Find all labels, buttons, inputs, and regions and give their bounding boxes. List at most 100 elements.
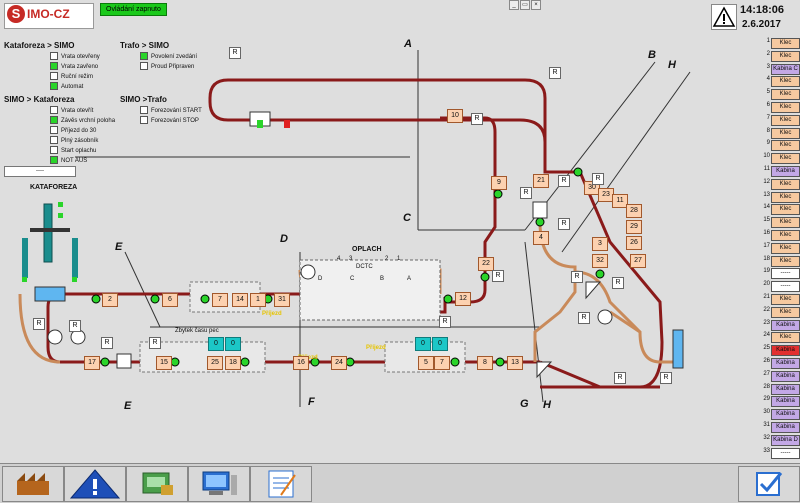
station-32[interactable]: 32	[592, 254, 608, 268]
r-button[interactable]: R	[592, 173, 604, 185]
r-button[interactable]: R	[33, 318, 45, 330]
alarm-button[interactable]	[711, 4, 737, 30]
r-button[interactable]: R	[558, 175, 570, 187]
station-16[interactable]: 16	[293, 356, 309, 370]
oven-time-3: 0	[415, 337, 431, 351]
r-button[interactable]: R	[492, 270, 504, 282]
computer-button[interactable]	[188, 466, 250, 502]
station-14[interactable]: 14	[232, 293, 248, 307]
r-button[interactable]: R	[229, 47, 241, 59]
r-button[interactable]: R	[571, 271, 583, 283]
r-button[interactable]: R	[549, 67, 561, 79]
r-button[interactable]: R	[439, 316, 451, 328]
status-indicator-row: Plný zásobník	[50, 136, 115, 146]
station-25[interactable]: 25	[207, 356, 223, 370]
minimize-button[interactable]: _	[509, 0, 519, 10]
carrier-number: 2	[766, 50, 770, 57]
station-18[interactable]: 18	[225, 356, 241, 370]
station-3[interactable]: 3	[592, 237, 608, 251]
r-button[interactable]: R	[558, 218, 570, 230]
station-24[interactable]: 24	[331, 356, 347, 370]
station-10[interactable]: 10	[447, 109, 463, 123]
carrier-row[interactable]: 33-----	[762, 447, 800, 459]
maximize-button[interactable]: ▭	[520, 0, 530, 10]
station-7[interactable]: 7	[212, 293, 228, 307]
carrier-number: 8	[766, 127, 770, 134]
station-27[interactable]: 27	[630, 254, 646, 268]
station-7b[interactable]: 7	[434, 356, 450, 370]
confirm-button[interactable]	[738, 466, 800, 502]
status-indicator-row: Povolení zvedání	[140, 52, 197, 62]
station-17[interactable]: 17	[84, 356, 100, 370]
station-13[interactable]: 13	[507, 356, 523, 370]
station-6[interactable]: 6	[162, 293, 178, 307]
station-2[interactable]: 2	[102, 293, 118, 307]
r-button[interactable]: R	[612, 277, 624, 289]
station-8[interactable]: 8	[477, 356, 493, 370]
status-indicator	[50, 72, 58, 81]
station-4[interactable]: 4	[533, 231, 549, 245]
station-22[interactable]: 22	[478, 257, 494, 271]
alarms-button[interactable]	[64, 466, 126, 502]
r-button[interactable]: R	[471, 113, 483, 125]
r-button[interactable]: R	[149, 337, 161, 349]
switch-d1	[116, 353, 132, 369]
carrier-row[interactable]: 19-----	[762, 268, 800, 280]
station-29[interactable]: 29	[626, 220, 642, 234]
station-1[interactable]: 1	[250, 293, 266, 307]
factory-button[interactable]	[2, 466, 64, 502]
station-11[interactable]: 11	[612, 194, 628, 208]
settings-button[interactable]	[126, 466, 188, 502]
station-31[interactable]: 31	[274, 293, 290, 307]
oplach-num-4: 4	[337, 256, 341, 262]
close-button[interactable]: ×	[531, 0, 541, 10]
r-button[interactable]: R	[101, 337, 113, 349]
station-28[interactable]: 28	[626, 204, 642, 218]
station-21[interactable]: 21	[533, 174, 549, 188]
station-5[interactable]: 5	[418, 356, 434, 370]
station-15[interactable]: 15	[156, 356, 172, 370]
r-button[interactable]: R	[520, 187, 532, 199]
r-button[interactable]: R	[578, 312, 590, 324]
station-12[interactable]: 12	[455, 292, 471, 306]
zone-label-g: G	[520, 398, 529, 410]
carrier-row[interactable]: 20-----	[762, 281, 800, 293]
r-button[interactable]: R	[69, 320, 81, 332]
r-button[interactable]: R	[660, 372, 672, 384]
r-button[interactable]: R	[614, 372, 626, 384]
arrival-label-3: Příjezd	[366, 345, 386, 351]
station-26[interactable]: 26	[626, 236, 642, 250]
notes-button[interactable]	[250, 466, 312, 502]
station-9[interactable]: 9	[491, 176, 507, 190]
